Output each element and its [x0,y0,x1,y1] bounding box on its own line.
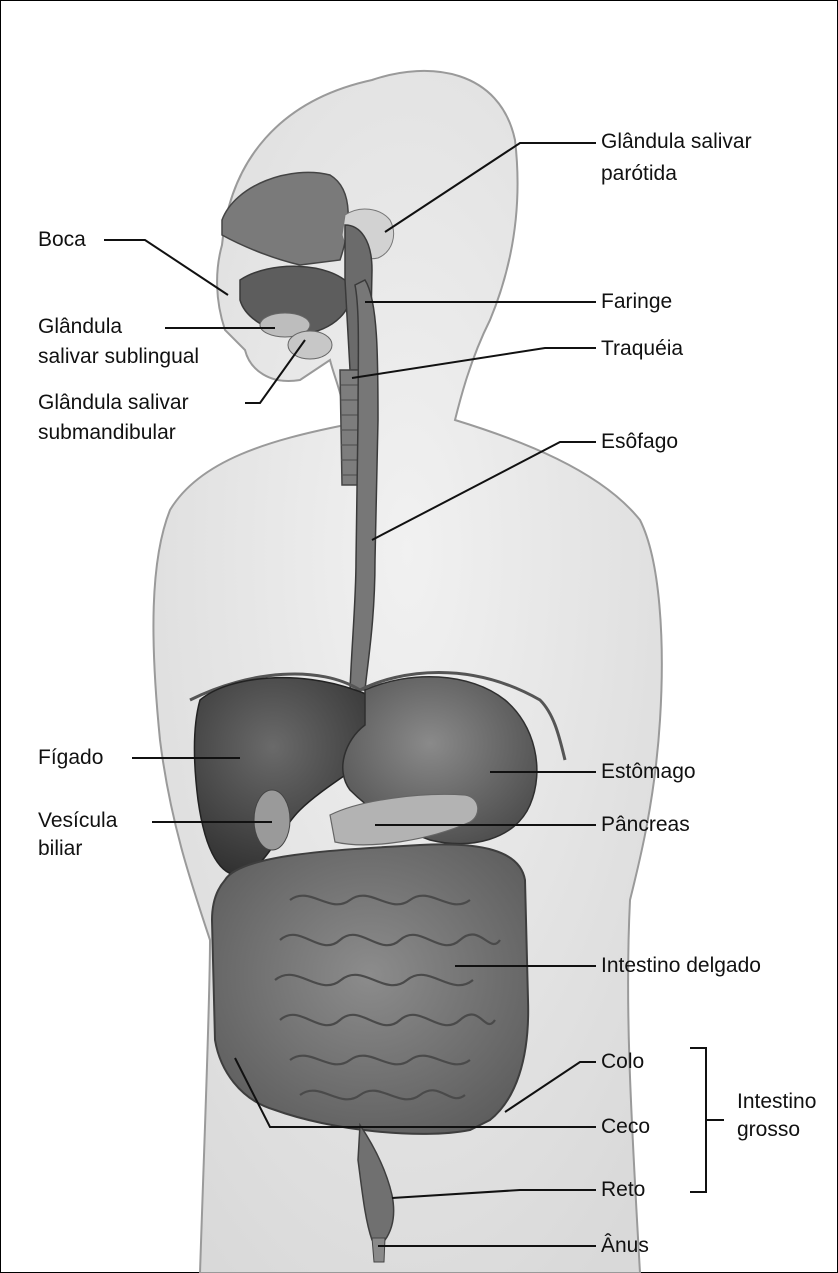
leader-boca [104,240,228,295]
bracket-large-intestine [690,1048,706,1192]
gallbladder [254,790,290,850]
label-anus: Ânus [601,1234,649,1258]
label-large-intestine: Intestino grosso [737,1090,816,1142]
label-pharynx: Faringe [601,290,672,314]
label-trachea: Traquéia [601,337,683,361]
label-sublingual-gland: Glândula salivar sublingual [38,315,199,369]
label-pancreas: Pâncreas [601,813,690,837]
label-rectum: Reto [601,1178,645,1202]
label-parotid-gland: Glândula salivar parótida [601,130,752,186]
label-cecum: Ceco [601,1115,650,1139]
label-liver: Fígado [38,746,103,770]
label-mouth: Boca [38,228,86,252]
label-stomach: Estômago [601,760,696,784]
label-esophagus: Esôfago [601,430,678,454]
label-small-intestine: Intestino delgado [601,954,761,978]
label-submandibular-gland: Glândula salivar submandibular [38,391,189,445]
label-gallbladder: Vesícula biliar [38,809,117,861]
anal-canal [372,1238,385,1262]
label-colon: Colo [601,1050,644,1074]
